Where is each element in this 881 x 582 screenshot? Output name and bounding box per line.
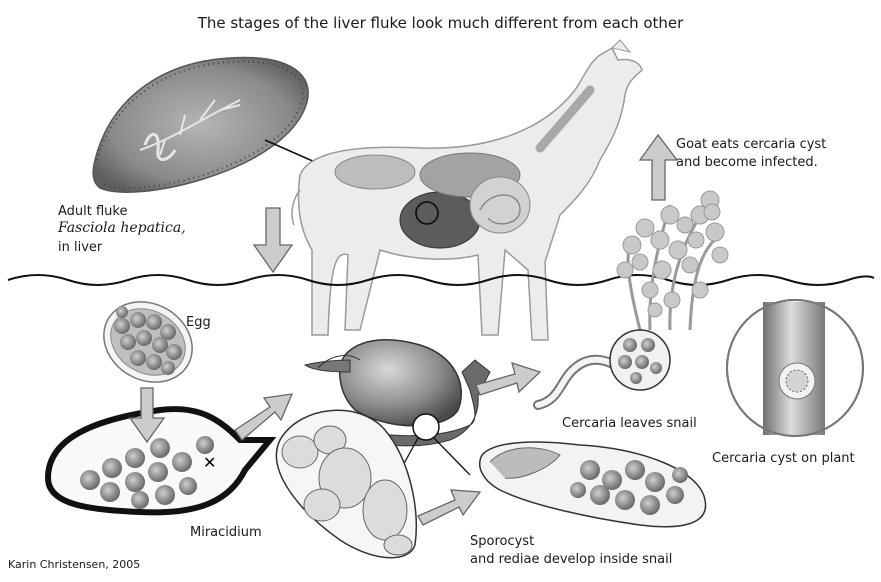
diagram-title: The stages of the liver fluke look much …: [0, 14, 881, 32]
miracidium-label: Miracidium: [190, 524, 262, 541]
plant-illustration: [617, 191, 728, 330]
adult-fluke-illustration: [93, 58, 308, 193]
sporocyst-label-line1: Sporocyst: [470, 533, 534, 550]
cyst-on-plant-illustration: [727, 300, 863, 436]
adult-fluke-scientific-name: Fasciola hepatica,: [58, 220, 186, 237]
goat-illustration: [292, 40, 642, 340]
sporocyst-label-line2: and rediae develop inside snail: [470, 551, 672, 568]
cercaria-illustration: [538, 330, 670, 405]
redia-illustration: [480, 442, 706, 527]
svg-text:✕: ✕: [203, 453, 216, 472]
arrow-sporocyst-to-redia: [418, 490, 480, 525]
egg-illustration: [89, 286, 207, 398]
arrow-miracidium-to-snail: [235, 394, 292, 440]
egg-label: Egg: [186, 314, 211, 331]
arrow-plant-to-goat: [640, 135, 677, 200]
goat-infection-label-line2: and become infected.: [676, 154, 818, 171]
author-credit: Karin Christensen, 2005: [8, 558, 140, 571]
sporocyst-illustration: [276, 410, 416, 557]
adult-fluke-location: in liver: [58, 239, 102, 256]
adult-fluke-label: Adult fluke: [58, 203, 128, 220]
cyst-on-plant-label: Cercaria cyst on plant: [712, 450, 855, 467]
cercaria-leaves-label: Cercaria leaves snail: [562, 415, 697, 432]
arrow-fluke-to-egg: [254, 208, 292, 272]
water-line: [8, 275, 874, 285]
goat-infection-label-line1: Goat eats cercaria cyst: [676, 136, 826, 153]
